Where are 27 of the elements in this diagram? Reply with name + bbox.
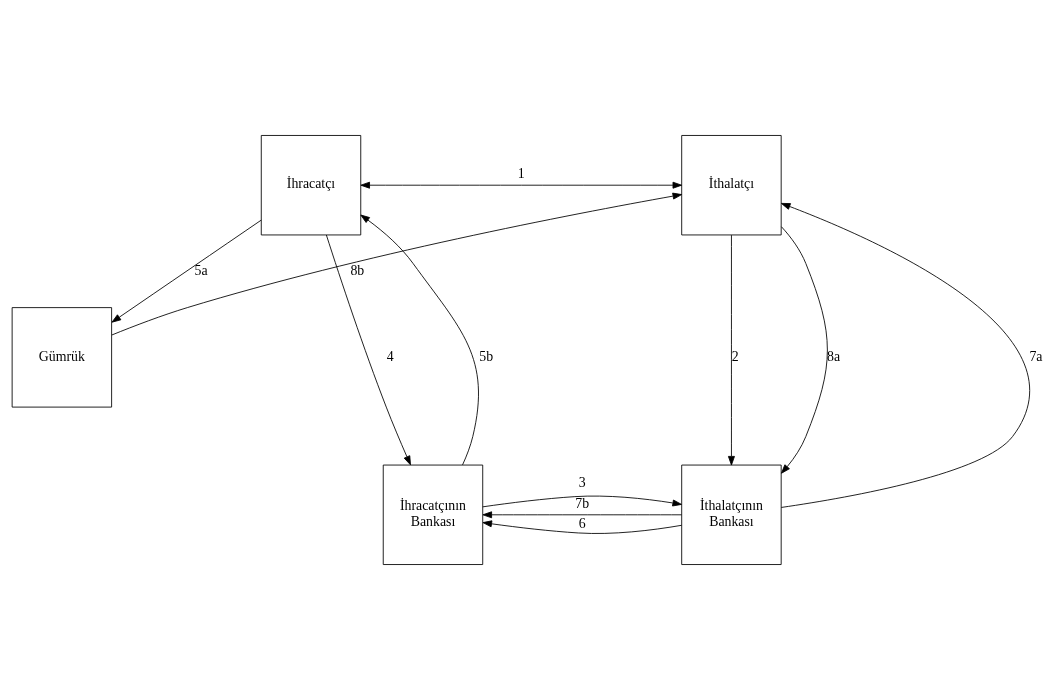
arrow xyxy=(781,225,828,474)
arrow xyxy=(482,510,682,518)
edge-label: 5a xyxy=(194,262,208,278)
edge-label: 3 xyxy=(578,474,586,490)
edge-label: 7a xyxy=(1029,348,1043,364)
arrow xyxy=(780,202,1031,508)
edge-label: 8a xyxy=(826,348,841,364)
node-box: İthalatçı xyxy=(681,134,782,235)
edge-label: 1 xyxy=(517,165,525,181)
edge-label: 4 xyxy=(386,348,394,364)
node-box: İhracatçının Bankası xyxy=(382,464,484,565)
arrow xyxy=(325,234,411,465)
edge-label: 7b xyxy=(575,495,590,511)
arrow xyxy=(482,495,682,507)
edge-label: 5b xyxy=(479,348,494,364)
arrow xyxy=(360,214,479,465)
edge-label: 6 xyxy=(578,515,586,531)
arrow xyxy=(111,219,262,323)
node-box: İthalatçının Bankası xyxy=(681,464,782,565)
arrow xyxy=(482,519,682,534)
edge-label: 2 xyxy=(731,348,739,364)
edge-label: 8b xyxy=(350,262,365,278)
arrow xyxy=(727,234,735,465)
node-box: Gümrük xyxy=(11,306,113,408)
arrow xyxy=(111,192,683,335)
node-box: İhracatçı xyxy=(260,134,362,235)
arrow xyxy=(360,181,683,189)
